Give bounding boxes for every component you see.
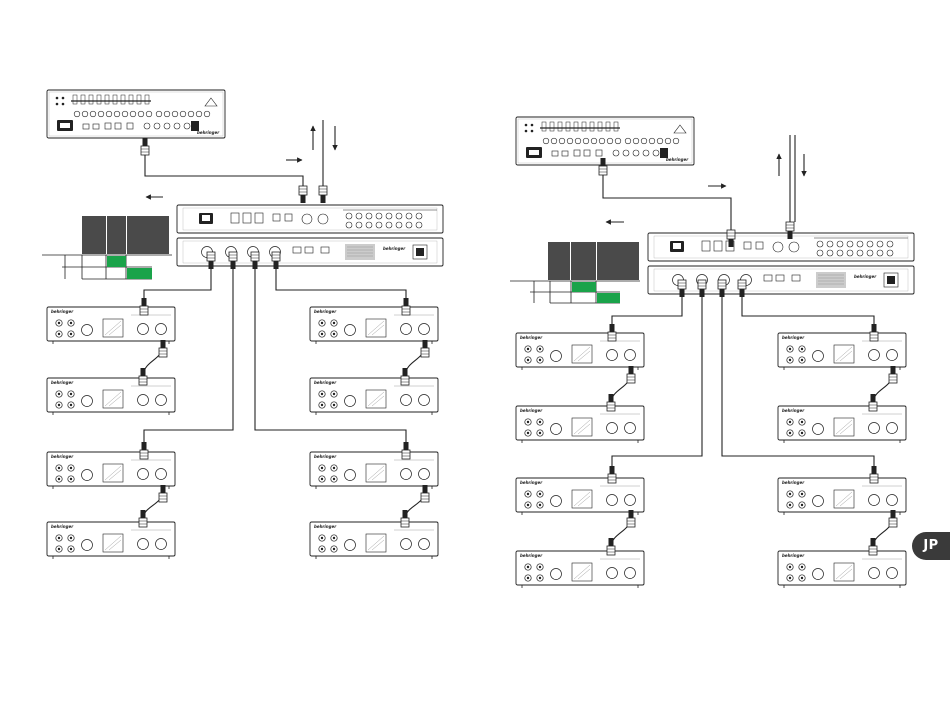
speaker-unit (47, 522, 175, 559)
stagebox-top-unit (177, 205, 443, 233)
speaker-unit (47, 452, 175, 489)
legend-grid (42, 216, 172, 279)
speaker-unit (516, 406, 644, 443)
speaker-unit (47, 307, 175, 344)
speaker-unit (778, 478, 906, 515)
speaker-unit (516, 551, 644, 588)
console-rear-panel (516, 117, 694, 165)
console-rear-panel (47, 90, 225, 138)
stagebox-bottom-unit (177, 238, 443, 266)
speaker-unit (310, 522, 438, 559)
speaker-unit (778, 333, 906, 370)
speaker-unit (778, 406, 906, 443)
stagebox-bottom-unit (648, 266, 914, 294)
speaker-unit (310, 307, 438, 344)
left-setup (42, 90, 443, 559)
speaker-unit (310, 452, 438, 489)
right-setup (510, 117, 914, 588)
speaker-unit (310, 378, 438, 415)
speaker-unit (47, 378, 175, 415)
stagebox-top-unit (648, 233, 914, 261)
legend-grid (510, 242, 640, 303)
speaker-unit (516, 333, 644, 370)
speaker-unit (516, 478, 644, 515)
speaker-unit (778, 551, 906, 588)
language-badge: JP (912, 532, 950, 560)
